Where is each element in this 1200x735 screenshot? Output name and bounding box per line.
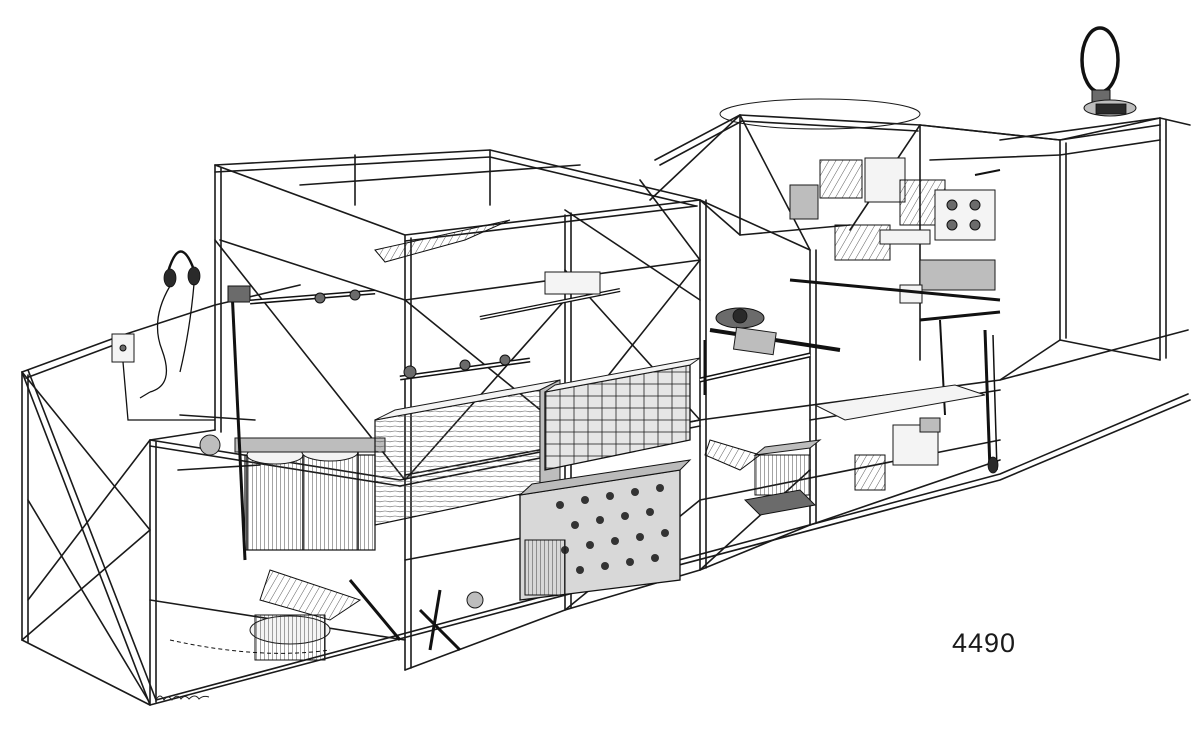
control-linkage xyxy=(177,285,261,561)
pilot-seat-assembly xyxy=(169,569,484,661)
junction-box xyxy=(111,333,215,421)
figure-number: 4490 xyxy=(952,628,1017,658)
loop-antenna-icon xyxy=(1080,26,1137,117)
roof-hatch-ring xyxy=(719,98,921,130)
headset-icon xyxy=(139,250,201,399)
ammunition-rails xyxy=(249,271,621,381)
roof-panel xyxy=(374,219,511,263)
equipment-shelf xyxy=(813,384,986,466)
ammunition-rack xyxy=(544,357,701,471)
floor-equipment xyxy=(704,439,886,516)
cartridge-magazine xyxy=(518,459,692,601)
fuel-tank-bank xyxy=(234,437,386,551)
illustrator-signature xyxy=(155,695,210,701)
radio-equipment xyxy=(789,157,1001,322)
machine-gun-icon xyxy=(699,307,841,395)
